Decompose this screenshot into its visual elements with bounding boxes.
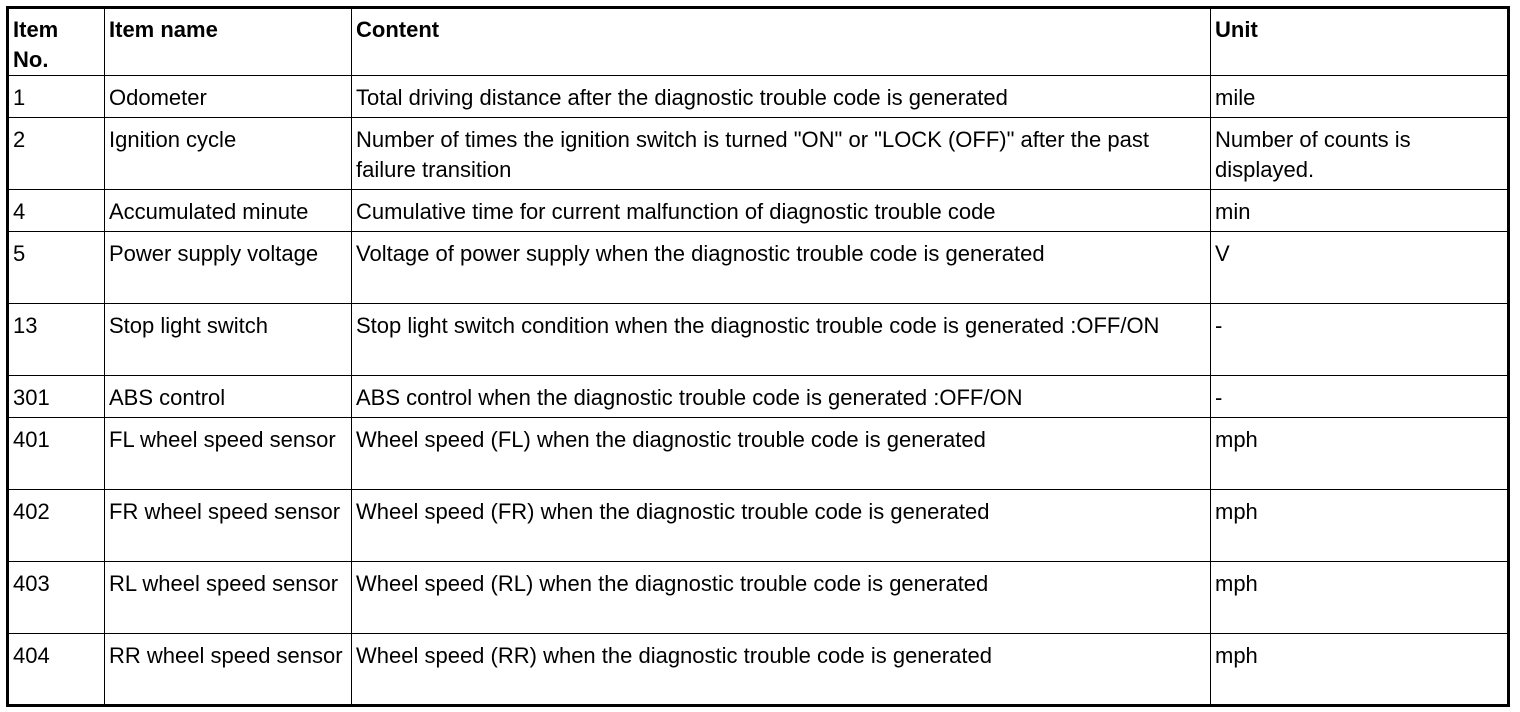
header-item-no-line1: Item	[13, 17, 59, 42]
cell-item-name: Odometer	[104, 75, 352, 118]
cell-unit: Number of counts is displayed.	[1210, 117, 1509, 190]
table-row: 5 Power supply voltage Voltage of power …	[7, 231, 1509, 304]
cell-content: Wheel speed (RR) when the diagnostic tro…	[351, 633, 1211, 706]
table-row: 13 Stop light switch Stop light switch c…	[7, 303, 1509, 376]
cell-item-no: 401	[7, 417, 105, 490]
table-row: 2 Ignition cycle Number of times the ign…	[7, 117, 1509, 190]
table-row: 402 FR wheel speed sensor Wheel speed (F…	[7, 489, 1509, 562]
cell-item-no: 2	[7, 117, 105, 190]
cell-unit: mph	[1210, 417, 1509, 490]
cell-content: Number of times the ignition switch is t…	[351, 117, 1211, 190]
table-header-row: Item No. Item name Content Unit	[7, 7, 1509, 76]
cell-content: ABS control when the diagnostic trouble …	[351, 375, 1211, 418]
cell-unit: -	[1210, 375, 1509, 418]
header-item-name: Item name	[104, 7, 352, 76]
cell-item-name: FL wheel speed sensor	[104, 417, 352, 490]
header-item-no: Item No.	[7, 7, 105, 76]
cell-item-no: 404	[7, 633, 105, 706]
cell-item-name: RL wheel speed sensor	[104, 561, 352, 634]
cell-item-name: Power supply voltage	[104, 231, 352, 304]
table-row: 301 ABS control ABS control when the dia…	[7, 375, 1509, 418]
cell-item-name: FR wheel speed sensor	[104, 489, 352, 562]
cell-content: Wheel speed (RL) when the diagnostic tro…	[351, 561, 1211, 634]
table-row: 401 FL wheel speed sensor Wheel speed (F…	[7, 417, 1509, 490]
cell-item-name: Ignition cycle	[104, 117, 352, 190]
cell-item-no: 4	[7, 189, 105, 232]
cell-item-name: RR wheel speed sensor	[104, 633, 352, 706]
cell-item-no: 1	[7, 75, 105, 118]
cell-item-name: ABS control	[104, 375, 352, 418]
cell-item-no: 13	[7, 303, 105, 376]
cell-content: Stop light switch condition when the dia…	[351, 303, 1211, 376]
table-row: 403 RL wheel speed sensor Wheel speed (R…	[7, 561, 1509, 634]
cell-item-no: 301	[7, 375, 105, 418]
table-row: 1 Odometer Total driving distance after …	[7, 75, 1509, 118]
cell-content: Voltage of power supply when the diagnos…	[351, 231, 1211, 304]
cell-unit: mph	[1210, 561, 1509, 634]
cell-unit: -	[1210, 303, 1509, 376]
cell-item-no: 5	[7, 231, 105, 304]
table-row: 4 Accumulated minute Cumulative time for…	[7, 189, 1509, 232]
cell-item-name: Accumulated minute	[104, 189, 352, 232]
cell-content: Total driving distance after the diagnos…	[351, 75, 1211, 118]
cell-unit: mph	[1210, 633, 1509, 706]
cell-content: Cumulative time for current malfunction …	[351, 189, 1211, 232]
cell-item-no: 402	[7, 489, 105, 562]
header-content: Content	[351, 7, 1211, 76]
cell-unit: min	[1210, 189, 1509, 232]
cell-item-name: Stop light switch	[104, 303, 352, 376]
cell-content: Wheel speed (FR) when the diagnostic tro…	[351, 489, 1211, 562]
header-unit: Unit	[1210, 7, 1509, 76]
cell-item-no: 403	[7, 561, 105, 634]
cell-unit: V	[1210, 231, 1509, 304]
cell-unit: mph	[1210, 489, 1509, 562]
table-row: 404 RR wheel speed sensor Wheel speed (R…	[7, 633, 1509, 706]
cell-content: Wheel speed (FL) when the diagnostic tro…	[351, 417, 1211, 490]
cell-unit: mile	[1210, 75, 1509, 118]
freeze-frame-data-table: Item No. Item name Content Unit 1 Odomet…	[6, 6, 1510, 707]
header-item-no-line2: No.	[13, 47, 49, 72]
